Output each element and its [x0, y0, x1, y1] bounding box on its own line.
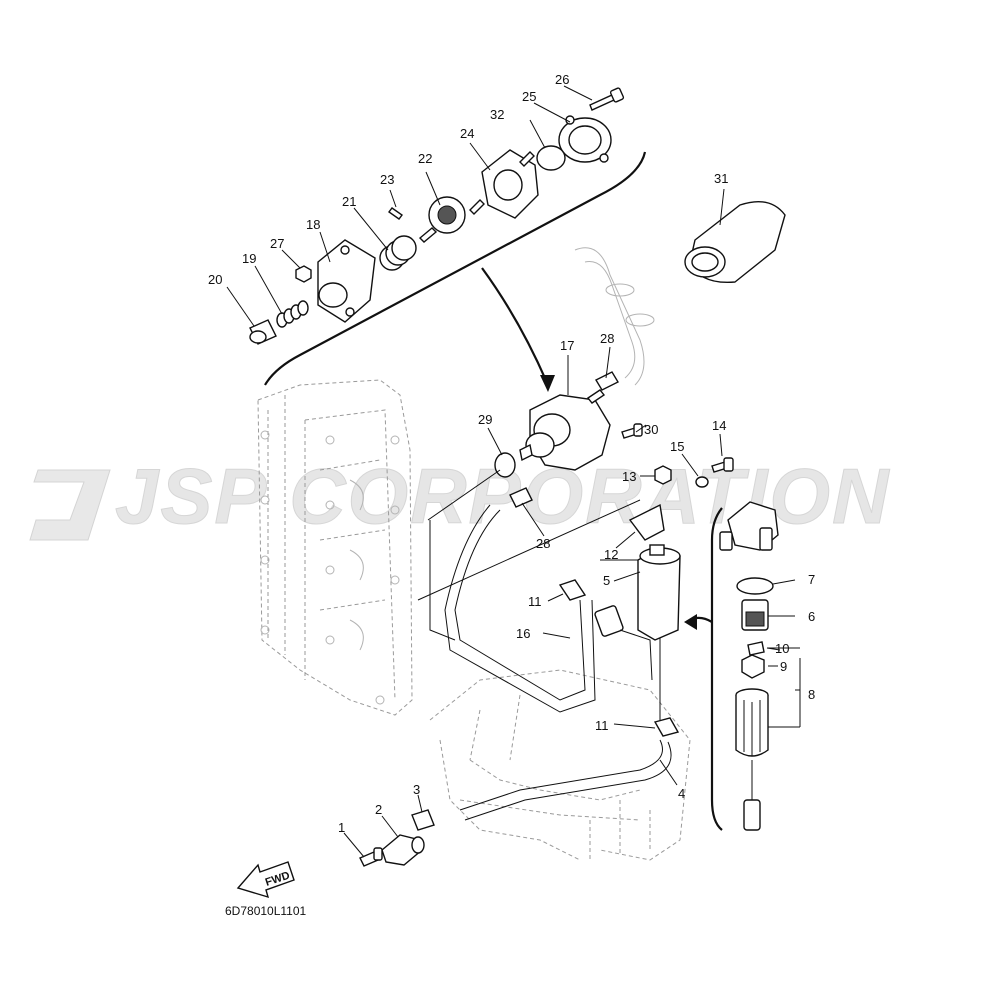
bottom-cowling-ghost [429, 669, 691, 861]
fwd-arrow-icon [236, 861, 295, 899]
callout-28-lower: 28 [536, 536, 550, 551]
callout-21: 21 [342, 194, 356, 209]
bracket-arrowhead [540, 375, 555, 392]
part-27-nut [295, 265, 312, 283]
part-10-clip [747, 641, 765, 656]
diagram-code: 6D78010L1101 [225, 904, 307, 918]
callout-11-lower: 11 [595, 718, 609, 733]
callout-28-upper: 28 [600, 331, 614, 346]
part-11-clip-lower [653, 717, 680, 737]
part-8-bowl [735, 688, 769, 831]
part-7-oring [736, 577, 774, 595]
callout-20: 20 [208, 272, 222, 287]
exploded-group-bracket [264, 151, 647, 386]
watermark-logo-icon [29, 469, 111, 541]
callout-7: 7 [808, 572, 815, 587]
callout-13: 13 [622, 469, 636, 484]
callout-3: 3 [413, 782, 420, 797]
callout-30: 30 [644, 422, 658, 437]
part-9-nut [741, 654, 765, 679]
callout-16: 16 [516, 626, 530, 641]
part-20-plunger [249, 319, 277, 345]
callout-29: 29 [478, 412, 492, 427]
callout-9: 9 [780, 659, 787, 674]
part-32-oring [536, 145, 566, 171]
part-19-spring [276, 300, 309, 328]
callout-12: 12 [604, 547, 618, 562]
engine-block-ghost [257, 379, 413, 716]
callout-1: 1 [338, 820, 345, 835]
filter-group-bracket [710, 507, 723, 831]
callout-32: 32 [490, 107, 504, 122]
filter-cap [719, 501, 779, 551]
callout-19: 19 [242, 251, 256, 266]
callout-6: 6 [808, 609, 815, 624]
callout-8: 8 [808, 687, 815, 702]
fwd-arrow: FWD [236, 861, 295, 899]
callout-2: 2 [375, 802, 382, 817]
part-2-fitting [381, 834, 425, 866]
wire-connector [594, 605, 653, 681]
part-21-spring [379, 235, 417, 271]
hose-4 [459, 739, 663, 811]
bracket-arrow-line [481, 267, 550, 386]
part-28-clip-lower [509, 487, 533, 508]
callout-leaders [226, 85, 801, 858]
callout-15: 15 [670, 439, 684, 454]
hose-16 [454, 509, 586, 701]
part-30-bolt [621, 423, 643, 439]
part-3-clip [411, 809, 435, 831]
part-1-bolt [359, 847, 383, 867]
callout-26: 26 [555, 72, 569, 87]
part-11-clip-upper [558, 579, 587, 601]
callout-27: 27 [270, 236, 284, 251]
part-28-clip-upper [595, 371, 619, 391]
hose-16-inner [444, 504, 596, 713]
callout-31: 31 [714, 171, 728, 186]
callout-4: 4 [678, 786, 685, 801]
callout-18: 18 [306, 217, 320, 232]
callout-22: 22 [418, 151, 432, 166]
part-29-oring [494, 452, 516, 478]
callout-25: 25 [522, 89, 536, 104]
part-15-washer [695, 476, 709, 488]
part-17-fuel-pump [519, 389, 611, 471]
callout-14: 14 [712, 418, 726, 433]
part-12-bracket [628, 503, 665, 541]
part-14-bolt [711, 457, 734, 473]
part-25-cover [558, 115, 612, 163]
part-26-screw [589, 87, 625, 111]
hose-4-inner [464, 741, 672, 821]
filter-arrowhead [684, 614, 697, 630]
ghost-hose [574, 247, 655, 386]
callout-23: 23 [380, 172, 394, 187]
callout-17: 17 [560, 338, 574, 353]
callout-24: 24 [460, 126, 474, 141]
part-22-diaphragm [418, 196, 466, 243]
part-23-pin [388, 207, 403, 220]
part-13-nut [654, 465, 672, 485]
part-5-fuel-filter [637, 544, 681, 641]
part-18-housing [317, 239, 376, 323]
callout-11-upper: 11 [528, 594, 542, 609]
callout-10: 10 [775, 641, 789, 656]
callout-labels: 1 2 3 4 5 6 7 8 9 10 11 11 12 13 14 15 1… [208, 72, 815, 835]
part-6-element [741, 599, 769, 631]
callout-5: 5 [603, 573, 610, 588]
leader-guide [417, 469, 661, 720]
part-24-body [469, 149, 539, 219]
part-31-sleeve [684, 201, 786, 284]
